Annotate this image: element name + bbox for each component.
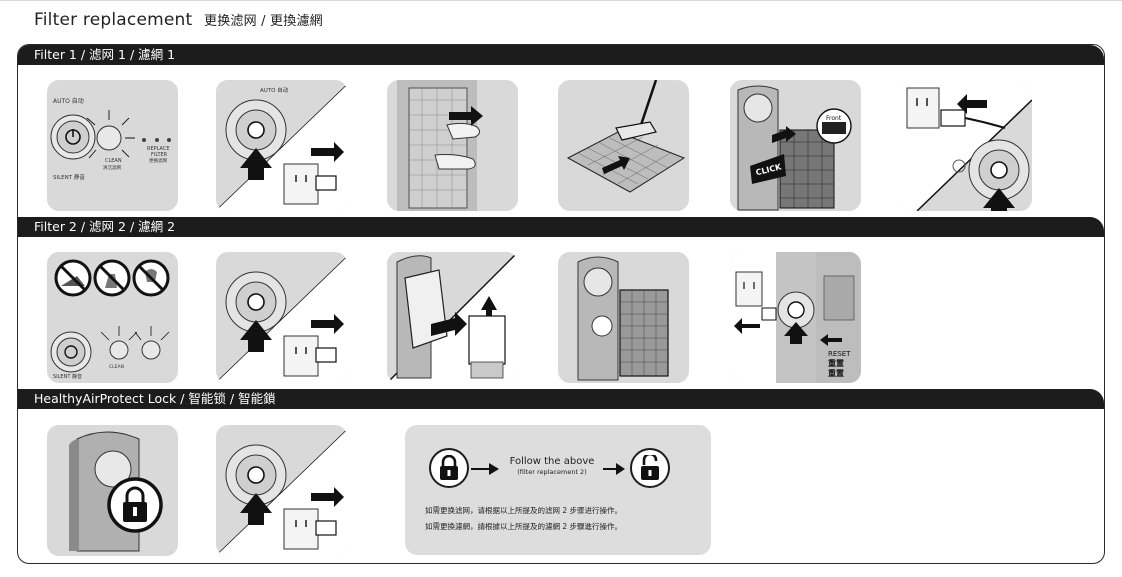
- filter-label: FILTER: [151, 152, 168, 158]
- reset-cn1-label: 重置: [828, 358, 844, 368]
- filter2-step1-warnings-and-panel: SILENT 静音 CLEAN: [47, 252, 178, 383]
- note-simplified: 如需更换滤网，请根据以上所提及的滤网 2 步骤进行操作。: [425, 506, 623, 515]
- section-bar-filter2: Filter 2 / 滤网 2 / 濾網 2: [18, 217, 1104, 237]
- unplug-illustration: AUTO 自动: [216, 80, 347, 211]
- section-label-lock: HealthyAirProtect Lock / 智能锁 / 智能鎖: [34, 391, 276, 406]
- filter1-step4-vacuum: [558, 80, 689, 211]
- replace-cn-label: 更换滤网: [149, 157, 167, 164]
- no-cleaning-icon: [93, 259, 131, 297]
- filter2-step2-unplug: [216, 252, 347, 383]
- replace-filter-illustration: [387, 252, 518, 383]
- lock-step1-locked-device: [47, 425, 178, 556]
- page-title-en: Filter replacement: [34, 10, 193, 30]
- filter1-step1-control-panel: AUTO 自动 SILENT 静音 CLEAN 清洁滤网 REPLACE FIL…: [47, 80, 178, 211]
- filter2-step5-plug-and-reset: RESET 重置 重置: [730, 252, 861, 383]
- unlocked-lock-icon: [630, 448, 670, 488]
- unplug-illustration-3: [216, 429, 347, 556]
- auto-label: AUTO 自动: [53, 97, 84, 105]
- lock-info-box: Follow the above (filter replacement 2) …: [405, 425, 711, 555]
- filter2-step4-install-filter: [558, 252, 689, 383]
- silent-label: SILENT 静音: [53, 173, 85, 181]
- control-panel-illustration: AUTO 自动 SILENT 静音 CLEAN 清洁滤网 REPLACE FIL…: [50, 97, 171, 181]
- no-water-icon: [132, 259, 170, 297]
- reset-label: RESET: [828, 350, 851, 358]
- section-bar-filter1: Filter 1 / 滤网 1 / 濾網 1: [18, 45, 1104, 65]
- filter1-step3-remove-prefilter: [387, 80, 518, 211]
- auto-label-2: AUTO 自动: [260, 86, 289, 94]
- vacuum-illustration: [566, 80, 686, 193]
- page-title-cn: 更换滤网 / 更換濾網: [204, 14, 323, 29]
- reset-cn2-label: 重置: [828, 368, 844, 378]
- top-rule: [0, 0, 1122, 1]
- section-label-filter2: Filter 2 / 滤网 2 / 濾網 2: [34, 219, 176, 234]
- replace-label: REPLACE: [147, 146, 170, 152]
- locked-device-illustration: [69, 431, 163, 552]
- page-title: Filter replacement 更换滤网 / 更換濾網: [34, 10, 323, 30]
- clean-cn-label: 清洁滤网: [103, 164, 121, 171]
- reinstall-prefilter-illustration: Front CLICK: [737, 85, 852, 211]
- note-traditional: 如需更換濾網，請根據以上所提及的濾網 2 步驟進行操作。: [425, 522, 623, 531]
- section-label-filter1: Filter 1 / 滤网 1 / 濾網 1: [34, 47, 176, 62]
- no-vacuum-icon: [54, 259, 92, 297]
- unplug-illustration-2: [216, 256, 347, 383]
- arrow-right-icon-2: [603, 463, 625, 475]
- warnings-illustration: SILENT 静音 CLEAN: [50, 259, 170, 380]
- front-label: Front: [826, 115, 842, 122]
- instruction-frame: Filter 1 / 滤网 1 / 濾網 1 AUTO 自动 SILENT 静音…: [17, 44, 1105, 564]
- follow-text: Follow the above (filter replacement 2): [502, 456, 602, 476]
- plug-in-illustration: [901, 80, 1032, 211]
- filter1-step2-unplug: AUTO 自动: [216, 80, 347, 211]
- follow-sub-label: (filter replacement 2): [517, 468, 587, 476]
- install-filter-illustration: [577, 256, 669, 381]
- clean-label: CLEAN: [105, 158, 122, 164]
- remove-prefilter-illustration: [397, 80, 483, 211]
- locked-lock-icon: [429, 448, 469, 488]
- lock-step2-unplug: [216, 425, 347, 556]
- plug-reset-illustration: RESET 重置 重置: [730, 252, 861, 383]
- clean-label-2: CLEAN: [109, 364, 124, 370]
- follow-label: Follow the above: [509, 456, 595, 467]
- filter1-step6-plug-in: [901, 80, 1032, 211]
- filter2-step3-replace-filter: [387, 252, 518, 383]
- arrow-right-icon: [471, 463, 499, 475]
- section-bar-lock: HealthyAirProtect Lock / 智能锁 / 智能鎖: [18, 389, 1104, 409]
- filter1-step5-click-back: Front CLICK: [730, 80, 861, 211]
- silent-label-2: SILENT 静音: [53, 373, 82, 380]
